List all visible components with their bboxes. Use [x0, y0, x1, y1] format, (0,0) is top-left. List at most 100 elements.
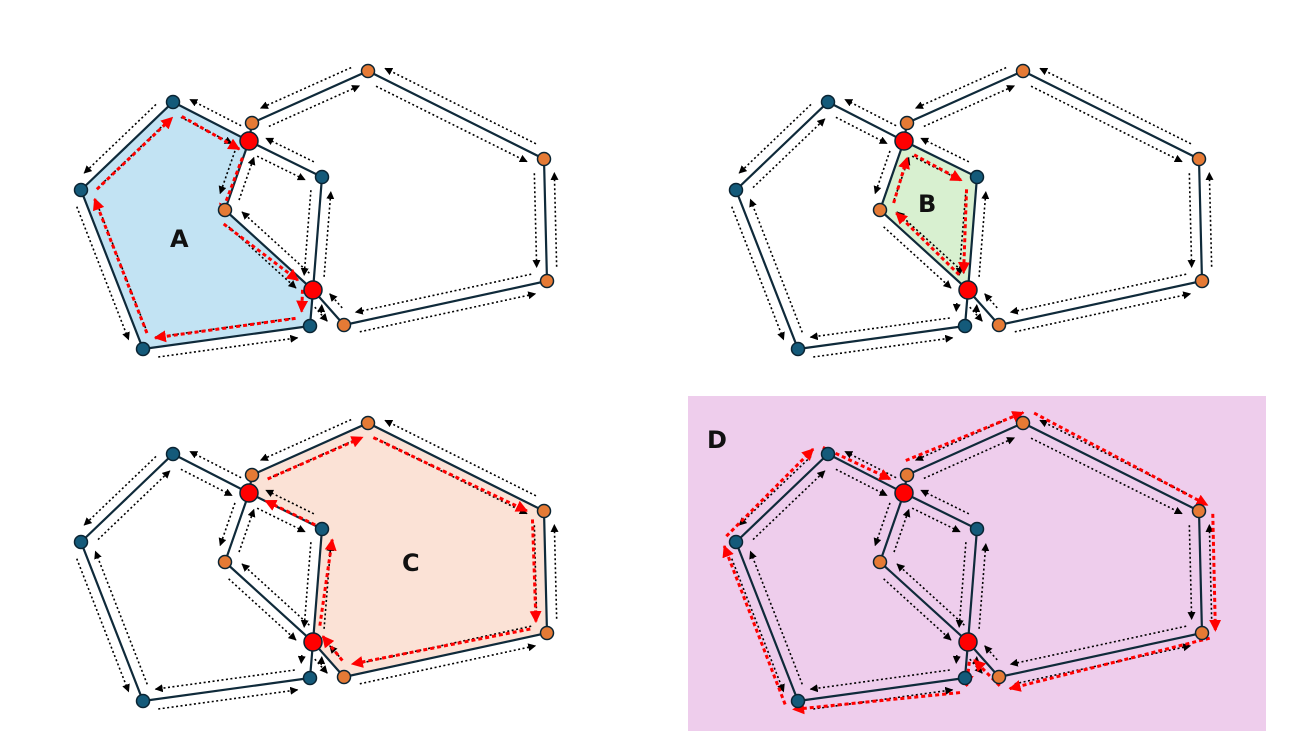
direction-arrow [265, 137, 315, 163]
blue-vertex-node [314, 521, 330, 537]
direction-arrow [1009, 273, 1187, 315]
direction-arrow [1187, 525, 1196, 621]
traversal-arrow [350, 627, 531, 668]
intersection-node [303, 280, 323, 300]
traversal-arrow [822, 446, 892, 481]
blue-vertex-node [820, 94, 836, 110]
orange-vertex-node [536, 503, 552, 519]
direction-arrow [189, 450, 242, 479]
traversal-arrow [1209, 513, 1222, 632]
direction-arrow [1039, 67, 1192, 145]
orange-vertex-node [872, 554, 888, 570]
traversal-arrow [1008, 636, 1211, 692]
orange-vertex-node [1191, 151, 1207, 167]
panel-b: B [728, 63, 1214, 358]
orange-vertex-node [217, 202, 233, 218]
orange-vertex-node [336, 669, 352, 685]
direction-arrow [883, 226, 952, 289]
intersection-node [958, 632, 978, 652]
direction-arrow [972, 303, 981, 313]
blue-vertex-node [135, 341, 151, 357]
direction-arrow [984, 293, 998, 309]
direction-arrow [984, 645, 998, 661]
direction-arrow [813, 334, 954, 358]
direction-arrow [259, 66, 352, 109]
direction-arrow [180, 468, 233, 497]
panel-label-d: D [707, 426, 727, 454]
direction-arrow [873, 502, 891, 547]
direction-arrow [329, 293, 343, 309]
blue-vertex-node [790, 693, 806, 709]
direction-arrow [550, 171, 559, 267]
direction-arrow [323, 542, 335, 629]
direction-arrow [738, 103, 812, 174]
direction-arrow [375, 85, 528, 163]
orange-vertex-node [539, 625, 555, 641]
blue-vertex-node [165, 446, 181, 462]
blue-vertex-node [302, 670, 318, 686]
blue-vertex-node [73, 182, 89, 198]
blue-polygon-edges [79, 100, 324, 351]
direction-arrow [76, 206, 130, 341]
panel-label-b: B [918, 190, 936, 218]
direction-arrow [154, 669, 295, 693]
direction-arrow [189, 98, 242, 127]
panel-label-a: A [170, 225, 189, 253]
direction-arrow [952, 655, 961, 665]
traversal-arrow [529, 519, 542, 624]
traversal-arrow [296, 289, 309, 313]
direction-arrow [1030, 437, 1183, 515]
direction-arrow [893, 508, 911, 553]
direction-arrow [314, 306, 328, 322]
direction-arrow [1014, 291, 1192, 333]
direction-arrow [241, 211, 310, 274]
orange-vertex-node [244, 115, 260, 131]
blue-polygon-edges [734, 452, 979, 703]
direction-arrow [314, 658, 328, 674]
traversal-arrow [321, 635, 344, 662]
direction-arrow [1205, 171, 1214, 267]
traversal-arrow [267, 436, 364, 481]
direction-arrow [923, 85, 1016, 128]
direction-arrow [359, 291, 537, 333]
blue-vertex-node [820, 446, 836, 462]
direction-arrow [844, 98, 897, 127]
direction-arrow [809, 669, 950, 693]
direction-arrow [738, 455, 812, 526]
traversal-arrow [222, 222, 299, 282]
orange-vertex-node [1194, 625, 1210, 641]
direction-arrow [914, 66, 1007, 109]
orange-vertex-node [536, 151, 552, 167]
direction-arrow [76, 558, 130, 693]
direction-arrow [813, 686, 954, 710]
blue-vertex-node [969, 169, 985, 185]
orange-vertex-node [217, 554, 233, 570]
direction-arrow [896, 211, 965, 274]
direction-arrow [1014, 643, 1192, 685]
orange-vertex-node [336, 317, 352, 333]
direction-arrow [384, 419, 537, 497]
direction-arrow [1205, 523, 1214, 619]
blue-vertex-node [302, 318, 318, 334]
traversal-arrow [318, 538, 337, 626]
direction-arrow [749, 198, 803, 333]
panel-c: C [73, 415, 559, 710]
traversal-arrow [895, 211, 961, 276]
panel-a: A [73, 63, 559, 358]
traversal-arrow [1033, 411, 1209, 507]
traversal-arrow [372, 436, 528, 513]
direction-arrow [228, 578, 297, 641]
orange-vertex-node [872, 202, 888, 218]
direction-arrow [952, 303, 961, 313]
traversal-arrow [913, 153, 963, 182]
direction-arrow [158, 686, 299, 710]
direction-arrow [896, 563, 965, 626]
direction-arrow [238, 156, 256, 201]
direction-arrow [752, 118, 826, 189]
blue-vertex-node [314, 169, 330, 185]
direction-arrow [914, 418, 1007, 461]
traversal-arrow [93, 197, 149, 334]
orange-vertex-node [899, 115, 915, 131]
orange-vertex-node [1194, 273, 1210, 289]
